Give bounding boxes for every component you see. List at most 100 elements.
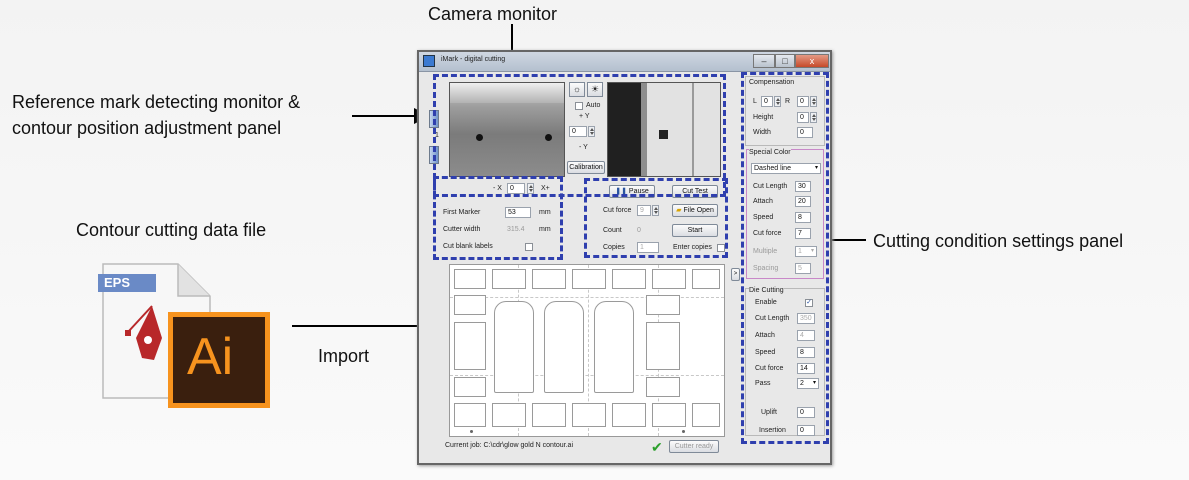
folder-icon: ▰ [676, 207, 684, 214]
comp-l-input[interactable]: 0 [761, 96, 773, 107]
comp-r-input[interactable]: 0 [797, 96, 809, 107]
marker-panel-outline [433, 176, 563, 260]
y-offset-spinner[interactable] [588, 126, 595, 137]
label-shape [652, 403, 686, 427]
label-shape [646, 377, 680, 397]
mid-stripe [641, 83, 647, 176]
file-open-button[interactable]: ▰ File Open [672, 204, 718, 217]
sc-attach-input[interactable]: 20 [795, 196, 811, 207]
comp-r-label: R [785, 98, 791, 105]
sc-multiple-select[interactable]: 1▾ [795, 246, 817, 257]
comp-l-spinner[interactable] [774, 96, 781, 107]
cutter-width-unit: mm [539, 226, 551, 233]
label-shape [532, 403, 566, 427]
minus-y-label: - Y [579, 144, 588, 151]
cut-blank-labels-checkbox[interactable] [525, 243, 533, 251]
line-type-dropdown-icon: ▾ [814, 165, 818, 171]
dc-enable-label: Enable [755, 299, 777, 306]
sc-multiple-label: Multiple [753, 248, 778, 255]
label-shape [572, 269, 606, 289]
sc-spacing-input[interactable]: 5 [795, 263, 811, 274]
reference-panel-outline [433, 74, 726, 197]
window-title: iMark - digital cutting [441, 56, 506, 63]
reference-annotation-line1: Reference mark detecting monitor & [12, 92, 301, 112]
close-button[interactable]: x [795, 54, 829, 68]
brightness-up-icon[interactable]: ☀ [587, 82, 603, 97]
auto-label: Auto [586, 102, 601, 109]
dc-cut-force-input[interactable]: 14 [797, 363, 815, 374]
eps-label: EPS [104, 275, 131, 290]
start-button[interactable]: Start [672, 224, 718, 237]
dc-attach-input[interactable]: 4 [797, 330, 815, 341]
dc-pass-value: 2 [800, 380, 804, 387]
comp-width-input[interactable]: 0 [797, 127, 813, 138]
sc-multiple-dropdown-icon: ▾ [810, 248, 814, 254]
label-shape [646, 295, 680, 315]
cut-force-input[interactable]: 9 [637, 205, 651, 216]
calibration-button[interactable]: Calibration [567, 161, 605, 174]
comp-r-spinner[interactable] [810, 96, 817, 107]
count-value: 0 [637, 227, 641, 234]
plus-x-label: X+ [541, 185, 550, 192]
camera-highlight [450, 83, 564, 103]
sc-multiple-value: 1 [798, 248, 802, 255]
count-label: Count [603, 227, 622, 234]
pen-tool-icon [125, 305, 162, 360]
sc-attach-label: Attach [753, 198, 773, 205]
file-open-label: File Open [683, 207, 714, 214]
x-offset-spinner[interactable] [527, 183, 534, 194]
registration-dot [682, 430, 685, 433]
comp-height-label: Height [753, 114, 774, 121]
copies-input[interactable]: 1 [637, 242, 659, 253]
cut-force-spinner[interactable] [652, 205, 659, 216]
first-marker-input[interactable]: 53 [505, 207, 531, 218]
dc-enable-checkbox[interactable]: ✓ [805, 299, 813, 307]
brightness-down-icon[interactable]: ☼ [569, 82, 585, 97]
dc-pass-select[interactable]: 2▾ [797, 378, 819, 389]
comp-width-label: Width [753, 129, 771, 136]
sc-speed-input[interactable]: 8 [795, 212, 811, 223]
import-annotation: Import [318, 346, 370, 366]
enter-copies-checkbox[interactable] [717, 244, 725, 252]
side-tab-label: 1 [435, 132, 439, 139]
illustrator-icon-label: Ai [187, 328, 234, 386]
sc-cut-length-label: Cut Length [753, 183, 788, 190]
detected-mark [659, 130, 668, 139]
compensation-title: Compensation [749, 79, 795, 86]
maximize-button[interactable]: □ [775, 54, 795, 68]
dc-pass-dropdown-icon: ▾ [812, 380, 816, 386]
comp-height-spinner[interactable] [810, 112, 817, 123]
label-shape [492, 269, 526, 289]
label-shape [492, 403, 526, 427]
label-shape [652, 269, 686, 289]
minimize-button[interactable]: – [753, 54, 775, 68]
dc-speed-input[interactable]: 8 [797, 347, 815, 358]
cutter-width-value: 315.4 [507, 226, 525, 233]
dc-insertion-input[interactable]: 0 [797, 425, 815, 436]
dc-insertion-label: Insertion [759, 427, 786, 434]
camera-monitor-annotation: Camera monitor [428, 4, 558, 24]
line-type-select[interactable]: Dashed line▾ [751, 163, 821, 174]
dc-uplift-label: Uplift [761, 409, 777, 416]
die-cutting-group [745, 288, 825, 436]
illustrator-icon: Ai [168, 312, 270, 408]
sc-cut-force-input[interactable]: 7 [795, 228, 811, 239]
dc-speed-label: Speed [755, 349, 776, 356]
dc-cut-length-input[interactable]: 350 [797, 313, 815, 324]
enter-copies-label: Enter copies [673, 244, 712, 251]
contour-file-annotation: Contour cutting data file [76, 220, 267, 240]
auto-checkbox[interactable] [575, 102, 583, 110]
label-shape [612, 269, 646, 289]
preview-scroll-button[interactable]: > [731, 268, 740, 281]
dc-uplift-input[interactable]: 0 [797, 407, 815, 418]
dc-pass-label: Pass [755, 380, 771, 387]
sc-cut-length-input[interactable]: 30 [795, 181, 811, 192]
y-offset-input[interactable]: 0 [569, 126, 587, 137]
cutting-panel-annotation: Cutting condition settings panel [873, 231, 1124, 251]
camera-monitor-view [449, 82, 565, 177]
cutter-ready-button[interactable]: Cutter ready [669, 440, 719, 453]
comp-height-input[interactable]: 0 [797, 112, 809, 123]
reference-annotation-line2: contour position adjustment panel [12, 118, 282, 138]
guide-h1 [450, 297, 724, 298]
x-offset-input[interactable]: 0 [507, 183, 525, 194]
